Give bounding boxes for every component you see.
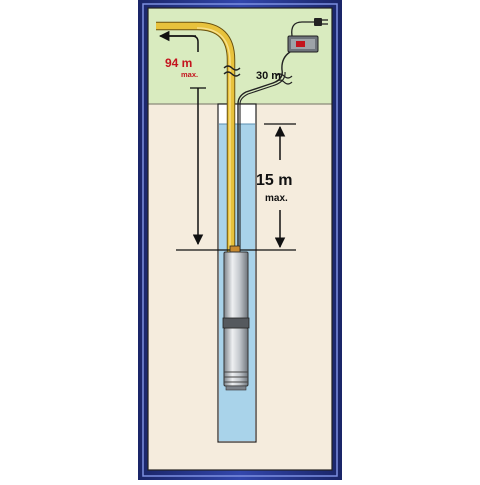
submersible-pump xyxy=(222,245,250,391)
horizontal-distance-value: 94 m xyxy=(165,56,192,70)
plug-cable xyxy=(291,21,314,37)
hose-break-mark xyxy=(223,65,241,77)
discharge-hose-highlight xyxy=(196,27,231,252)
cable-length-value: 30 m xyxy=(256,70,281,82)
discharge-hose-fill xyxy=(156,22,235,252)
depth-note: max. xyxy=(265,193,288,204)
power-cable-second xyxy=(239,71,286,252)
frame-inner-border xyxy=(142,3,338,477)
depth-value: 15 m xyxy=(256,172,292,189)
scene-border xyxy=(147,7,333,471)
horizontal-arrow-line xyxy=(158,30,199,52)
control-box-icon xyxy=(287,35,319,53)
horizontal-distance-note: max. xyxy=(181,70,198,79)
cable-break-mark xyxy=(275,73,293,85)
power-plug-icon xyxy=(314,18,328,26)
